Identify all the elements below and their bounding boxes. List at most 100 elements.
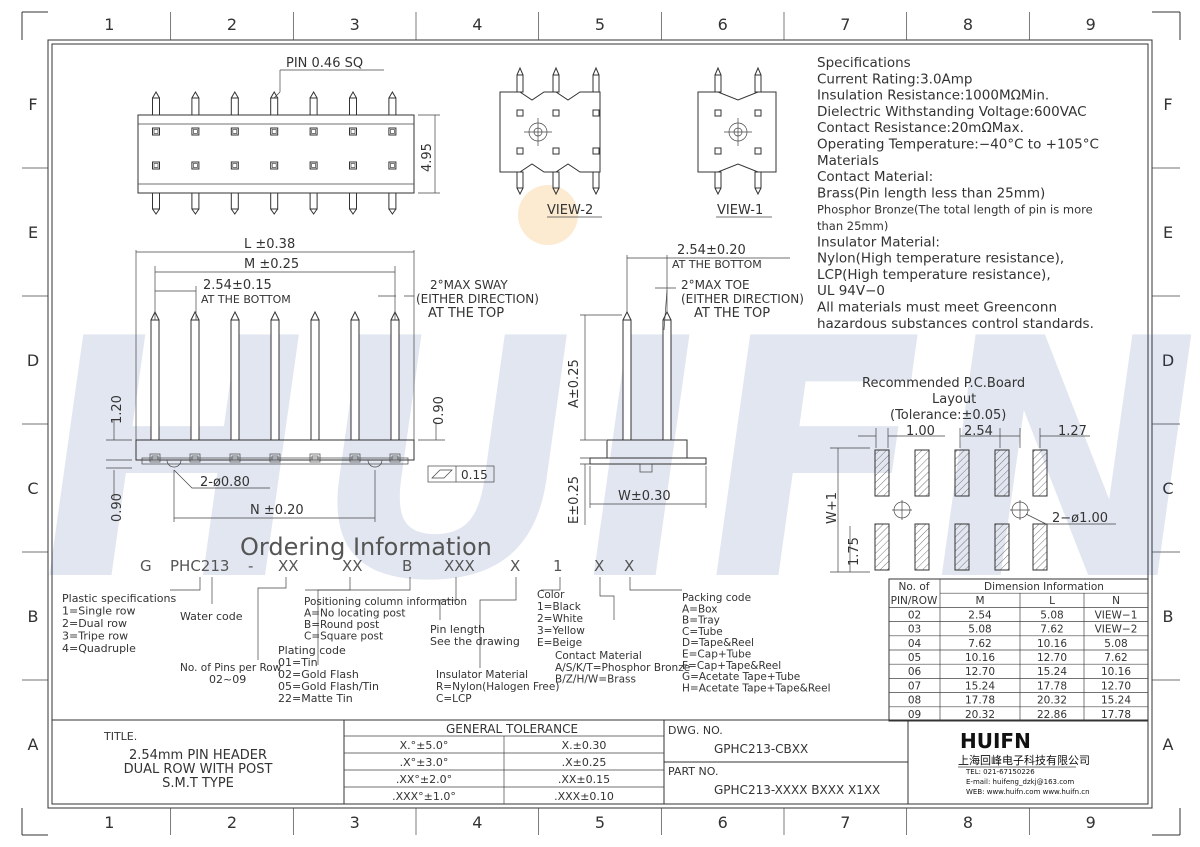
toe-line-1: 2°MAX TOE xyxy=(681,278,750,292)
legend-contact: A/S/K/T=Phosphor Bronze xyxy=(555,662,690,674)
dim-090-left: 0.90 xyxy=(110,493,125,522)
table-cell: 20.32 xyxy=(1037,695,1067,707)
dim-m: M ±0.25 xyxy=(244,257,299,272)
spec-line: LCP(High temperature resistance), xyxy=(817,267,1051,283)
grid-col-label: 7 xyxy=(840,15,850,34)
order-leader xyxy=(479,577,517,668)
pcb-pad xyxy=(994,449,1010,497)
pin xyxy=(150,319,160,441)
side-view: A±0.25 E±0.25 W±0.30 2.54±0.20 AT THE BO… xyxy=(567,243,804,525)
pcb-pad xyxy=(1032,523,1048,571)
table-cell: 03 xyxy=(908,624,921,636)
pin-tip xyxy=(270,97,279,116)
order-code-segment: G xyxy=(140,557,152,575)
table-cell: 04 xyxy=(908,638,922,650)
grid-col-label: 4 xyxy=(472,15,482,34)
pcb-title-1: Recommended P.C.Board xyxy=(862,376,1025,391)
pcb-dim-w1: W+1 xyxy=(825,492,840,524)
legend-positioning: A=No locating post xyxy=(304,608,406,620)
legend-contact: B/Z/H/W=Brass xyxy=(555,674,636,686)
table-cell: 20.32 xyxy=(965,709,995,721)
pcb-pad xyxy=(874,523,890,571)
order-leader xyxy=(257,577,287,660)
pin-tip xyxy=(270,192,279,210)
pcb-pad xyxy=(914,523,930,571)
company-logo: HUIFN xyxy=(960,729,1031,753)
pin-tip xyxy=(191,97,200,116)
legend-packing: Packing code xyxy=(682,592,751,604)
table-head-group: Dimension Information xyxy=(984,581,1104,593)
grid-col-label: 4 xyxy=(472,813,482,832)
grid-row-label: C xyxy=(1162,479,1173,498)
table-cell: 12.70 xyxy=(1101,680,1131,692)
pcb-pad xyxy=(954,449,970,497)
pin-tip xyxy=(191,192,200,210)
grid-row-label: B xyxy=(1163,607,1174,626)
legend-positioning: C=Square post xyxy=(304,631,383,643)
legend-plastic: 3=Tripe row xyxy=(62,630,128,643)
order-leader xyxy=(170,577,201,591)
dim-posts: 2-ø0.80 xyxy=(200,475,250,490)
toe-line-2: (EITHER DIRECTION) xyxy=(681,292,804,306)
table-cell: VIEW−2 xyxy=(1095,624,1138,636)
table-cell: 05 xyxy=(908,652,921,664)
pcb-dim-100: 1.00 xyxy=(906,424,935,439)
spec-line: Current Rating:3.0Amp xyxy=(817,71,973,87)
table-cell: 5.08 xyxy=(1040,609,1063,621)
view-1-drawing: VIEW-1 xyxy=(697,66,777,218)
spec-line: Insulation Resistance:1000MΩMin. xyxy=(817,88,1049,104)
dim-120: 1.20 xyxy=(110,395,125,424)
grid-row-label: F xyxy=(28,95,37,114)
pin xyxy=(230,319,240,441)
pcb-pad xyxy=(914,449,930,497)
company-name: 上海回峰电子科技有限公司 xyxy=(958,753,1090,767)
pin-size-label: PIN 0.46 SQ xyxy=(286,56,363,71)
legend-insulator: C=LCP xyxy=(436,693,472,705)
view-2-label: VIEW-2 xyxy=(547,203,593,218)
spec-line: than 25mm) xyxy=(817,219,888,233)
spec-line: Brass(Pin length less than 25mm) xyxy=(817,185,1045,201)
order-code-segment: XX xyxy=(342,557,363,575)
legend-packing: C=Tube xyxy=(682,626,723,638)
table-cell: 17.78 xyxy=(1037,680,1067,692)
grid-row-label: D xyxy=(1162,351,1174,370)
legend-packing: F=Cap+Tape&Reel xyxy=(682,660,781,672)
order-leader xyxy=(439,577,457,620)
grid-col-label: 2 xyxy=(227,15,237,34)
table-cell: 07 xyxy=(908,680,921,692)
pin-tip xyxy=(230,192,239,210)
grid-col-label: 1 xyxy=(104,15,114,34)
order-leader xyxy=(541,577,561,591)
pcb-layout: Recommended P.C.Board Layout (Tolerance:… xyxy=(825,376,1116,573)
table-cell: 06 xyxy=(908,666,922,678)
order-code-segment: XXX xyxy=(444,557,475,575)
grid-col-label: 8 xyxy=(963,15,973,34)
legend-insulator: R=Nylon(Halogen Free) xyxy=(436,681,559,693)
part-value: GPHC213-XXXX BXXX X1XX xyxy=(714,783,880,797)
legend-color: 1=Black xyxy=(537,601,582,613)
pin-tip xyxy=(388,97,397,116)
grid-row-label: B xyxy=(28,607,39,626)
table-cell: 15.24 xyxy=(1101,695,1131,707)
height-dim: 4.95 xyxy=(420,143,435,172)
at-bottom-front: AT THE BOTTOM xyxy=(201,293,291,306)
tolerance-linear: .XX±0.15 xyxy=(558,773,610,786)
watermark-dot xyxy=(518,185,578,245)
table-cell: 7.62 xyxy=(1104,652,1127,664)
table-cell: 15.24 xyxy=(965,680,995,692)
legend-plating: 01=Tin xyxy=(278,656,318,669)
table-cell: 22.86 xyxy=(1037,709,1067,721)
legend-packing: E=Cap+Tube xyxy=(682,649,751,661)
legend-packing: A=Box xyxy=(682,603,718,615)
title-label: TITLE. xyxy=(103,730,137,743)
pcb-pad xyxy=(874,449,890,497)
company-web: WEB: www.huifn.com www.huifn.cn xyxy=(966,788,1090,796)
pin xyxy=(310,319,320,441)
order-code-segment: - xyxy=(248,557,253,575)
order-code-segment: XX xyxy=(278,557,299,575)
pin-tip xyxy=(388,192,397,210)
legend-pin-length: See the drawing xyxy=(430,635,520,648)
top-view: PIN 0.46 SQ 4.95 xyxy=(137,56,440,215)
pin-tip xyxy=(349,97,357,116)
